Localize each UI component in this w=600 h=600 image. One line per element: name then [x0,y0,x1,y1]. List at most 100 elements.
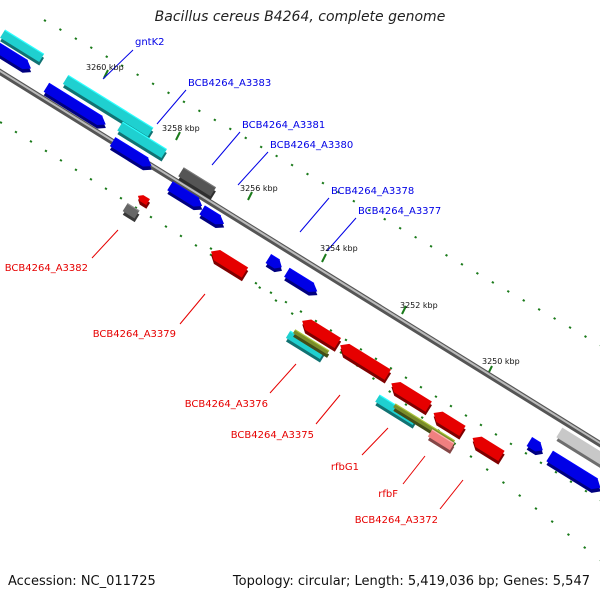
gene-BCB4264_A3383-cyan [62,74,154,141]
upper-tick-track [120,64,124,68]
gene-label-BCB4264_A3382[interactable]: BCB4264_A3382 [5,263,88,274]
gene-right-gray [556,426,600,473]
upper-tick-track [290,163,294,167]
major-tick [321,253,327,263]
gene-label-BCB4264_A3379[interactable]: BCB4264_A3379 [93,329,176,340]
upper-tick-track [537,308,541,311]
major-tick [401,305,407,315]
gene-gntK2-cyan [0,29,45,66]
inner-tick-track [469,455,473,459]
lower-tick-track [134,206,138,210]
upper-tick-track [151,82,155,86]
gene-BCB4264_A3379 [211,250,249,282]
upper-tick-track [367,208,371,212]
lower-tick-track [14,130,18,134]
inner-tick-track [534,507,538,511]
lower-tick-track [299,310,303,314]
gene-BCB4264_A3383 [43,82,106,129]
lower-tick-track [149,215,153,219]
inner-tick-track [404,403,408,407]
gene-BCB4264_A3382-small [137,195,151,209]
lower-tick-track [29,140,33,143]
upper-tick-track [275,154,279,158]
gene-BCB4264_A3376 [302,319,342,352]
gene-right-blue-small [526,437,543,456]
label-leader-line [361,427,389,456]
gene-BCB4264_A3380-fwd [167,181,203,211]
gene-label-BCB4264_A3375[interactable]: BCB4264_A3375 [231,430,314,441]
gene-label-rfbF[interactable]: rfbF [378,489,398,500]
lower-tick-track [524,451,528,455]
lower-tick-track [389,366,393,370]
upper-tick-track [506,289,510,293]
inner-tick-track [550,520,554,524]
gene-label-rfbG1[interactable]: rfbG1 [331,462,359,473]
lower-tick-track [164,225,168,228]
gene-label-BCB4264_A3377[interactable]: BCB4264_A3377 [358,206,441,217]
label-leader-line [315,394,341,425]
inner-tick-track [339,351,343,355]
gene-BCB4264_A3378 [265,254,282,273]
upper-tick-track [475,271,479,275]
upper-tick-track [136,73,140,77]
topology-summary: Topology: circular; Length: 5,419,036 bp… [232,574,590,589]
inner-tick-track [566,533,570,537]
tick-label: 3256 kbp [240,184,278,193]
upper-tick-track [58,28,62,32]
upper-tick-track [89,46,93,50]
gene-rfbG1 [391,381,432,416]
lower-tick-track [269,291,273,295]
tick-label: 3258 kbp [162,124,200,133]
major-tick [103,69,109,79]
gene-rfbF [433,411,466,440]
gene-features [0,29,600,493]
upper-tick-track [522,299,526,302]
lower-tick-track [434,395,438,399]
label-leader-line [102,49,134,80]
inner-tick-track [388,390,392,394]
lower-tick-track [0,121,3,125]
upper-tick-track [182,100,186,104]
genome-backbone [0,68,600,448]
inner-tick-track [420,416,424,420]
inner-tick-track [258,286,262,290]
label-leader-line [299,197,330,233]
gene-label-BCB4264_A3372[interactable]: BCB4264_A3372 [355,515,438,526]
label-leader-line [269,363,297,394]
gene-label-BCB4264_A3383[interactable]: BCB4264_A3383 [188,78,271,89]
gene-label-gntK2[interactable]: gntK2 [135,37,165,48]
gene-BCB4264_A3380 [178,167,217,200]
label-leader-line [439,479,464,510]
gene-labels: gntK2BCB4264_A3383BCB4264_A3381BCB4264_A… [5,37,464,526]
label-leader-line [326,217,357,252]
lower-tick-track [584,489,588,493]
label-leader-line [91,229,119,259]
lower-tick-track [74,168,78,172]
upper-tick-track [553,317,557,320]
lower-tick-track [314,319,318,323]
upper-tick-track [584,335,587,338]
tick-marks [0,19,600,562]
tick-label: 3252 kbp [400,301,438,310]
gene-label-BCB4264_A3381[interactable]: BCB4264_A3381 [242,120,325,131]
lower-tick-track [479,423,483,427]
lower-tick-track [464,414,468,417]
upper-tick-track [105,55,109,59]
lower-tick-track [89,177,93,181]
gene-label-BCB4264_A3376[interactable]: BCB4264_A3376 [185,399,268,410]
gene-BCB4264_A3382 [122,202,140,223]
label-leader-line [156,89,187,125]
gene-gntK2 [0,42,32,73]
gene-label-BCB4264_A3380[interactable]: BCB4264_A3380 [270,140,353,151]
lower-tick-track [104,187,108,191]
lower-tick-track [59,158,63,162]
accession-text: Accession: NC_011725 [8,574,156,589]
lower-tick-track [494,433,498,436]
upper-tick-track [74,37,78,41]
gene-BCB4264_A3380b [199,205,225,229]
gene-label-BCB4264_A3378[interactable]: BCB4264_A3378 [331,186,414,197]
inner-tick-track [518,494,522,498]
upper-tick-track [259,145,263,149]
major-tick [175,131,181,141]
lower-tick-track [44,149,48,153]
